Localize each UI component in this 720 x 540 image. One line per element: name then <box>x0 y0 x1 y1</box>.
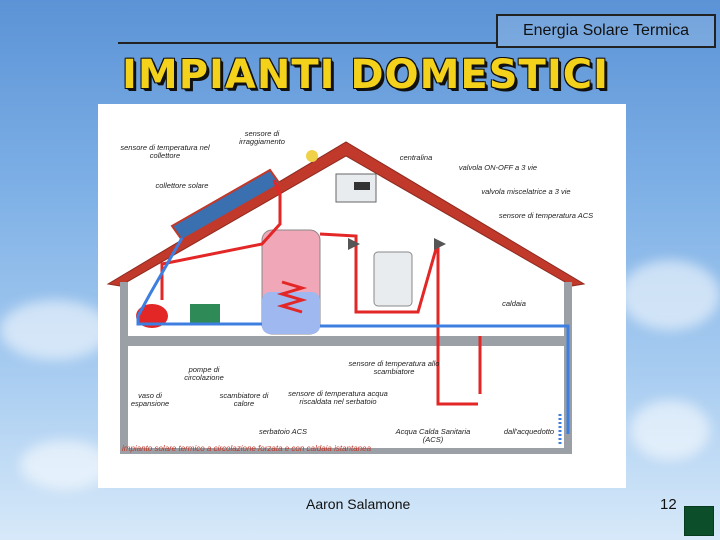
label-collettore-solare: collettore solare <box>142 182 222 190</box>
page-number: 12 <box>660 496 677 513</box>
label-acqua-calda: Acqua Calda Sanitaria (ACS) <box>388 428 478 444</box>
label-sensore-acs: sensore di temperatura ACS <box>490 212 602 220</box>
controller-display <box>354 182 370 190</box>
cloud <box>0 300 110 360</box>
header-rule <box>118 42 498 44</box>
valvola-onoff-icon <box>348 238 360 250</box>
author-footer: Aaron Salamone <box>306 496 410 512</box>
page-title: IMPIANTI DOMESTICI <box>122 52 622 98</box>
label-centralina: centralina <box>386 154 446 162</box>
next-slide-icon[interactable] <box>684 506 714 536</box>
acs-tank-cold-zone <box>262 292 320 334</box>
label-acquedotto: dall'acquedotto <box>494 428 564 436</box>
boiler <box>374 252 412 306</box>
cloud <box>630 400 710 460</box>
label-caldaia: caldaia <box>494 300 534 308</box>
label-vaso: vaso di espansione <box>120 392 180 408</box>
floor-slab <box>120 336 572 346</box>
cloud <box>620 260 720 330</box>
label-sensore-serbatoio: sensore di temperatura acqua riscaldata … <box>288 390 388 406</box>
label-pompe: pompe di circolazione <box>174 366 234 382</box>
irradiance-sensor <box>306 150 318 162</box>
cloud <box>20 440 110 490</box>
diagram-caption: impianto solare termico a circolazione f… <box>122 444 371 453</box>
valvola-miscelatrice-icon <box>434 238 446 250</box>
label-sensore-irraggiamento: sensore di irraggiamento <box>226 130 298 146</box>
label-scambiatore: scambiatore di calore <box>216 392 272 408</box>
house-wall-left <box>120 282 128 452</box>
label-valvola-onoff: valvola ON-OFF a 3 vie <box>438 164 558 172</box>
subject-text: Energia Solare Termica <box>523 22 689 40</box>
subject-header: Energia Solare Termica <box>496 14 716 48</box>
label-sensore-collettore: sensore di temperatura nel collettore <box>120 144 210 160</box>
label-sensore-scambiatore: sensore di temperatura allo scambiatore <box>346 360 442 376</box>
solar-system-diagram: sensore di temperatura nel collettore se… <box>98 104 626 488</box>
label-serbatoio: serbatoio ACS <box>248 428 318 436</box>
label-valvola-miscelatrice: valvola miscelatrice a 3 vie <box>466 188 586 196</box>
circulation-pump <box>190 304 220 324</box>
